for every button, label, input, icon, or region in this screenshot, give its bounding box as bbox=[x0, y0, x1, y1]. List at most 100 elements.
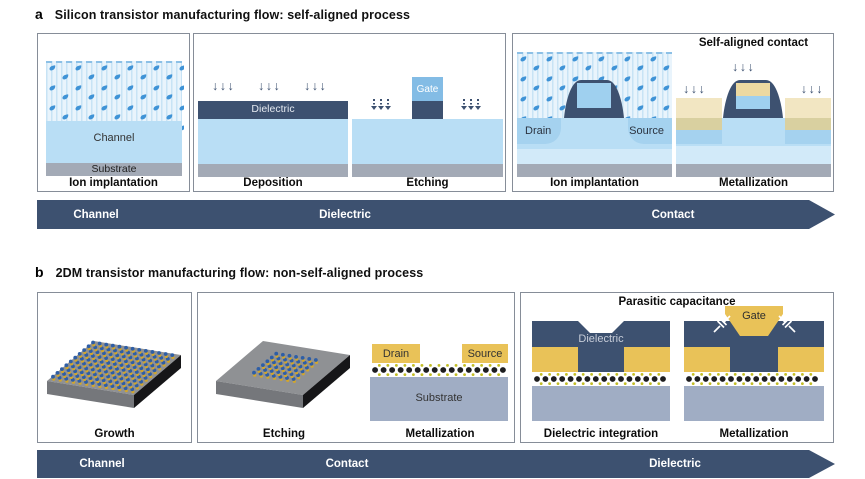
channel-layer: Drain Source bbox=[517, 118, 672, 149]
stage-channel: Channel bbox=[73, 208, 119, 221]
sub-etching: Gate Etching bbox=[352, 34, 503, 191]
sub-metallization-b2: Gate Metallization bbox=[679, 293, 829, 442]
panel-b-flow-arrow: Channel Contact Dielectric bbox=[37, 450, 835, 478]
self-aligned-contact-annotation: Self-aligned contact bbox=[698, 37, 809, 49]
stage-dielectric: Dielectric bbox=[649, 458, 701, 470]
2dm-layer-icon bbox=[534, 373, 666, 385]
substrate-layer bbox=[352, 164, 503, 177]
capacitor-icon bbox=[713, 315, 731, 333]
step-caption: Metallization bbox=[719, 428, 789, 440]
substrate-layer bbox=[684, 386, 824, 421]
substrate-layer bbox=[532, 386, 670, 421]
source-region bbox=[785, 130, 831, 144]
parasitic-capacitance-annotation: Parasitic capacitance bbox=[618, 296, 736, 308]
gate-stack-capped bbox=[723, 79, 783, 118]
panel-b-box-dielectric: Parasitic capacitance Dielectric Dielect… bbox=[520, 292, 834, 443]
gate-block: Gate bbox=[412, 77, 443, 101]
2dm-layer-icon bbox=[686, 373, 818, 385]
step-caption: Ion implantation bbox=[69, 177, 158, 189]
sub-metallization-b1: Drain Source Substrate Metallization bbox=[370, 293, 510, 442]
channel-lower-layer bbox=[517, 149, 672, 164]
substrate-layer: Substrate bbox=[46, 163, 182, 176]
source-contact: Source bbox=[462, 344, 508, 363]
dielectric-label: Dielectric bbox=[578, 333, 624, 345]
panel-b-box-contact: Etching Drain Source Substrate Metalliza… bbox=[197, 292, 515, 443]
drain-contact bbox=[532, 347, 578, 372]
source-label: Source bbox=[467, 347, 503, 360]
substrate-layer bbox=[198, 164, 348, 177]
source-contact bbox=[624, 347, 670, 372]
channel-layer bbox=[198, 119, 348, 164]
substrate-layer: Substrate bbox=[370, 377, 508, 421]
panel-a-label: a bbox=[35, 6, 43, 22]
etch-arrows-icon bbox=[370, 99, 391, 110]
etch-arrows-icon bbox=[460, 99, 481, 110]
panel-a-box-contact: Drain Source Ion implantation Self-align… bbox=[512, 33, 834, 192]
sub-dielectric-integration: Dielectric Dielectric integration bbox=[527, 293, 675, 442]
gate-stack bbox=[564, 79, 624, 118]
2dm-slab-growth bbox=[47, 340, 181, 408]
dielectric-plug bbox=[578, 347, 624, 372]
stage-channel: Channel bbox=[79, 458, 125, 470]
drain-contact: Drain bbox=[372, 344, 420, 363]
step-caption: Growth bbox=[94, 428, 135, 440]
drain-label: Drain bbox=[525, 125, 552, 137]
step-caption: Etching bbox=[262, 428, 306, 440]
metal-arrows-icon: ↓↓↓ bbox=[800, 82, 824, 96]
panel-a-heading: a Silicon transistor manufacturing flow:… bbox=[35, 6, 410, 22]
source-contact bbox=[778, 347, 824, 372]
sub-deposition: ↓↓↓ ↓↓↓ ↓↓↓ Dielectric Deposition bbox=[198, 34, 348, 191]
panel-a-title: Silicon transistor manufacturing flow: s… bbox=[54, 8, 411, 22]
stage-dielectric: Dielectric bbox=[319, 208, 371, 221]
2dm-layer-icon bbox=[372, 364, 506, 376]
gate-contact: Gate bbox=[725, 306, 783, 336]
panel-b-label: b bbox=[35, 264, 44, 280]
step-caption: Ion implantation bbox=[550, 177, 639, 189]
gate-label: Gate bbox=[416, 83, 439, 95]
stage-contact: Contact bbox=[651, 208, 695, 221]
dielectric-layer bbox=[532, 321, 670, 347]
panel-b-heading: b 2DM transistor manufacturing flow: non… bbox=[35, 264, 423, 280]
dielectric-remnant bbox=[412, 101, 443, 119]
channel-label: Channel bbox=[93, 132, 135, 144]
drain-region bbox=[676, 130, 722, 144]
dielectric-label: Dielectric bbox=[251, 103, 295, 115]
metal-lower-layer bbox=[676, 118, 722, 130]
metal-lower-layer bbox=[785, 118, 831, 130]
ion-rain-icon bbox=[46, 61, 184, 131]
sub-etching-b: Etching bbox=[200, 293, 368, 442]
panel-a-box-ion-implantation-1: Channel Substrate Ion implantation bbox=[37, 33, 190, 192]
panel-b-box-growth: Growth bbox=[37, 292, 192, 443]
panel-a-flow-arrow: Channel Dielectric Contact bbox=[37, 200, 835, 229]
gate-label: Gate bbox=[742, 310, 766, 322]
2dm-slab-etched bbox=[216, 341, 350, 408]
drain-label: Drain bbox=[382, 347, 410, 360]
metal-arrows-icon: ↓↓↓ bbox=[732, 60, 756, 74]
deposition-arrows-icon: ↓↓↓ bbox=[212, 79, 236, 93]
metal-layer bbox=[676, 98, 722, 118]
deposition-arrows-icon: ↓↓↓ bbox=[258, 79, 282, 93]
sub-ion-implantation-2: Drain Source Ion implantation bbox=[517, 34, 672, 191]
step-caption: Etching bbox=[406, 177, 449, 189]
channel-lower-layer bbox=[676, 146, 831, 164]
source-label: Source bbox=[629, 125, 664, 137]
panel-a-box-dielectric: ↓↓↓ ↓↓↓ ↓↓↓ Dielectric Deposition Gate bbox=[193, 33, 506, 192]
ion-drops-icon bbox=[46, 61, 184, 131]
substrate-label: Substrate bbox=[415, 392, 463, 404]
drain-contact bbox=[684, 347, 730, 372]
metal-layer bbox=[785, 98, 831, 118]
step-caption: Dielectric integration bbox=[543, 428, 659, 440]
stage-contact: Contact bbox=[325, 458, 369, 470]
deposition-arrows-icon: ↓↓↓ bbox=[304, 79, 328, 93]
substrate-layer bbox=[517, 164, 672, 177]
source-region bbox=[628, 118, 672, 144]
channel-layer: Channel bbox=[46, 121, 182, 163]
substrate-label: Substrate bbox=[91, 163, 137, 175]
dielectric-plug bbox=[730, 347, 778, 372]
substrate-layer bbox=[676, 164, 831, 177]
channel-layer bbox=[352, 119, 503, 164]
metal-arrows-icon: ↓↓↓ bbox=[683, 82, 707, 96]
dielectric-layer: Dielectric bbox=[198, 101, 348, 119]
step-caption: Deposition bbox=[243, 177, 303, 189]
